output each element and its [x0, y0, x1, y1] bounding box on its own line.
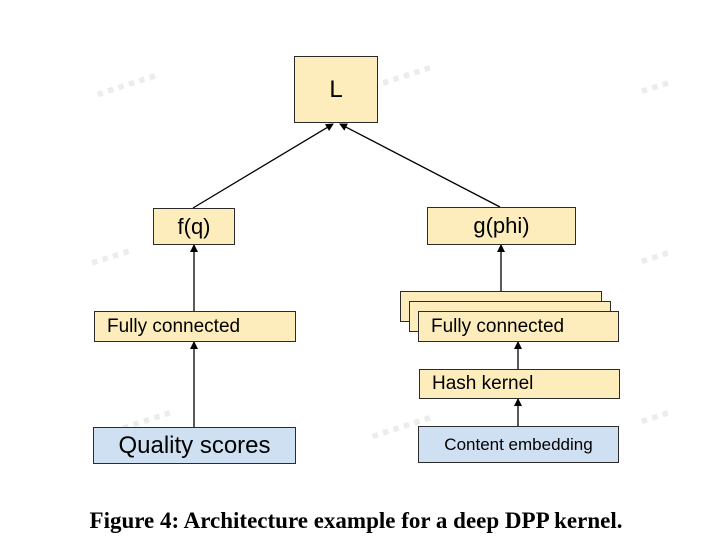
node-quality-scores-label: Quality scores: [118, 431, 271, 459]
node-gphi: g(phi): [427, 207, 576, 245]
node-quality-scores: Quality scores: [93, 427, 296, 464]
node-content-embedding-label: Content embedding: [444, 434, 593, 454]
node-fully-connected-left: Fully connected: [94, 311, 296, 342]
node-content-embedding: Content embedding: [418, 426, 619, 463]
node-fully-connected-right: Fully connected: [418, 311, 619, 342]
node-fully-connected-left-label: Fully connected: [107, 315, 241, 337]
node-hash-kernel-label: Hash kernel: [432, 373, 534, 394]
edge-gphi-to-l: [339, 123, 501, 208]
edge-fq-to-l: [192, 123, 334, 209]
node-hash-kernel: Hash kernel: [419, 369, 620, 399]
figure-caption: Figure 4: Architecture example for a dee…: [89, 508, 623, 533]
node-fq: f(q): [153, 208, 235, 245]
diagram-arrows: [190, 123, 522, 427]
node-l: L: [294, 56, 378, 123]
node-l-label: L: [329, 75, 343, 103]
node-gphi-label: g(phi): [473, 213, 530, 238]
node-fully-connected-right-label: Fully connected: [431, 315, 565, 337]
node-fq-label: f(q): [177, 213, 211, 239]
